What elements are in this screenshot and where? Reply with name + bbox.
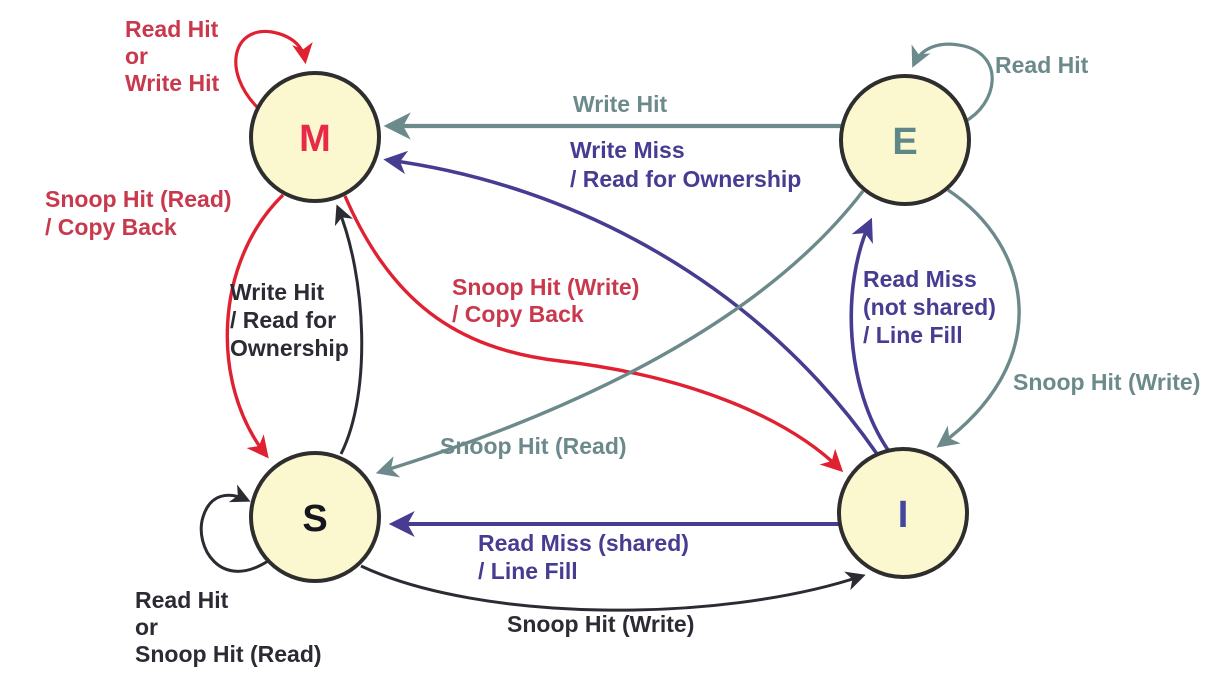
edges xyxy=(199,29,1021,612)
edge-s-to-m xyxy=(334,204,364,455)
edge-labels: Read Hit or Write Hit Read Hit Write Hit… xyxy=(45,16,1200,667)
edge-m-to-s xyxy=(225,193,285,459)
state-circle-i xyxy=(837,447,969,579)
edge-label-m-self-line3: Write Hit xyxy=(125,70,219,96)
edge-label-m-to-s-line2: / Copy Back xyxy=(45,214,177,240)
state-node-exclusive: E xyxy=(839,74,971,206)
edge-label-s-self-line3: Snoop Hit (Read) xyxy=(135,641,322,667)
state-letter-i: I xyxy=(898,494,909,536)
edge-i-to-e xyxy=(849,217,890,452)
edge-label-s-to-m-line3: Ownership xyxy=(230,335,349,361)
edge-label-i-to-e-line2: (not shared) xyxy=(863,294,996,320)
edge-s-self-loop xyxy=(199,484,269,573)
state-letter-s: S xyxy=(302,498,327,540)
state-node-invalid: I xyxy=(837,447,969,579)
edge-label-s-self-line1: Read Hit xyxy=(135,587,229,613)
edge-m-to-i xyxy=(343,195,844,473)
edge-label-i-to-m-line2: / Read for Ownership xyxy=(570,166,801,192)
state-node-modified: M xyxy=(249,71,381,203)
edge-label-i-to-e-line3: / Line Fill xyxy=(863,322,963,348)
edge-label-m-to-i-line2: / Copy Back xyxy=(452,301,584,327)
edge-s-to-i xyxy=(360,564,866,612)
state-circle-m xyxy=(249,71,381,203)
edge-label-i-to-s-line1: Read Miss (shared) xyxy=(478,530,689,556)
edge-m-self-loop xyxy=(234,29,313,110)
edge-label-e-to-i: Snoop Hit (Write) xyxy=(1013,369,1200,395)
state-letter-e: E xyxy=(892,121,917,163)
edge-label-s-to-m-line2: / Read for xyxy=(230,307,336,333)
edge-label-s-to-m-line1: Write Hit xyxy=(230,279,324,305)
edge-label-i-to-e-line1: Read Miss xyxy=(863,266,977,292)
state-letter-m: M xyxy=(299,118,331,160)
edge-label-m-self-line2: or xyxy=(125,43,148,69)
edge-label-m-to-s-line1: Snoop Hit (Read) xyxy=(45,186,232,212)
edge-label-e-to-s: Snoop Hit (Read) xyxy=(440,433,627,459)
edge-e-to-i xyxy=(936,188,1021,448)
state-node-shared: S xyxy=(249,451,381,583)
edge-label-i-to-m-line1: Write Miss xyxy=(570,137,685,163)
state-nodes: M E S I xyxy=(249,71,971,583)
edge-label-e-self: Read Hit xyxy=(995,52,1089,78)
edge-e-to-s xyxy=(375,189,865,478)
state-circle-s xyxy=(249,451,381,583)
edge-label-e-to-m: Write Hit xyxy=(573,91,667,117)
edge-label-s-self-line2: or xyxy=(135,614,158,640)
edge-label-m-self-line1: Read Hit xyxy=(125,16,219,42)
edge-e-self-loop xyxy=(911,42,994,124)
edge-label-m-to-i-line1: Snoop Hit (Write) xyxy=(452,274,639,300)
edge-label-i-to-s-line2: / Line Fill xyxy=(478,558,578,584)
edge-i-to-m xyxy=(383,150,879,456)
state-circle-e xyxy=(839,74,971,206)
edge-label-s-to-i: Snoop Hit (Write) xyxy=(507,611,694,637)
